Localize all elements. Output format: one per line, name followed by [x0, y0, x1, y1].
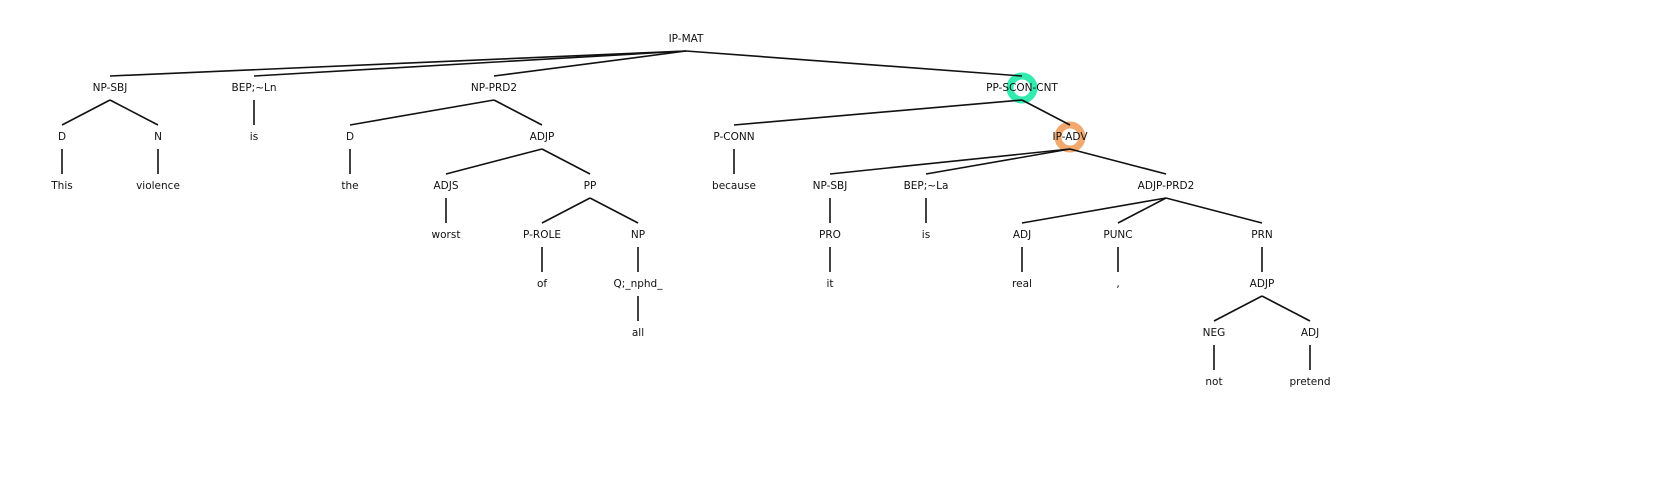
tree-edge-np-prd2-to-adjp-1 [493, 99, 543, 126]
tree-node-np-sbj-2: NP-SBJ [813, 180, 848, 192]
tree-edge-ip-mat-to-bep-ln [253, 50, 687, 77]
tree-node-p-role: P-ROLE [523, 229, 561, 241]
tree-edge-ip-adv-to-bep-la [925, 148, 1071, 175]
tree-edge-ip-mat-to-pp-scon-cnt [685, 50, 1023, 77]
tree-node-q-nphd: Q;_nphd_ [614, 278, 664, 290]
tree-node-adjs: ADJS [433, 180, 458, 192]
tree-node-ip-mat: IP-MAT [669, 33, 704, 45]
tree-node-w-not: not [1205, 376, 1222, 388]
tree-node-adjp-prd2: ADJP-PRD2 [1138, 180, 1195, 192]
edge-layer [61, 50, 1311, 370]
tree-node-w-because: because [712, 180, 756, 192]
tree-edge-ip-mat-to-np-prd2 [493, 50, 687, 77]
tree-node-w-violence: violence [136, 180, 180, 192]
tree-node-w-is-1: is [250, 131, 258, 143]
tree-node-adjp-2: ADJP [1250, 278, 1275, 290]
tree-node-w-comma: , [1116, 278, 1119, 290]
tree-node-pro: PRO [819, 229, 841, 241]
tree-edge-adjp-2-to-neg [1213, 295, 1263, 322]
tree-edge-adjp-prd2-to-punc [1117, 197, 1167, 224]
tree-node-d-1: D [58, 131, 66, 143]
tree-edge-pp-to-p-role [541, 197, 591, 224]
tree-node-pp-scon-cnt: PP-SCON-CNT [986, 82, 1058, 94]
tree-node-adj-1: ADJ [1013, 229, 1031, 241]
tree-edge-adjp-prd2-to-prn [1165, 197, 1263, 224]
tree-edge-pp-scon-cnt-to-p-conn [733, 99, 1023, 126]
tree-edge-ip-mat-to-np-sbj-1 [109, 50, 687, 77]
tree-node-bep-la: BEP;~La [904, 180, 949, 192]
tree-edge-ip-adv-to-np-sbj-2 [829, 148, 1071, 175]
tree-node-np-prd2: NP-PRD2 [471, 82, 517, 94]
tree-edge-adjp-prd2-to-adj-1 [1021, 197, 1167, 224]
tree-node-neg: NEG [1203, 327, 1226, 339]
tree-node-w-of: of [537, 278, 547, 290]
tree-edge-ip-adv-to-adjp-prd2 [1069, 148, 1167, 175]
tree-node-w-all: all [632, 327, 644, 339]
tree-node-w-it: it [826, 278, 833, 290]
tree-node-np-sbj-1: NP-SBJ [93, 82, 128, 94]
tree-edge-adjp-1-to-adjs [445, 148, 543, 175]
tree-node-w-the: the [341, 180, 358, 192]
tree-edge-np-sbj-1-to-n-1 [109, 99, 159, 126]
tree-node-w-this: This [50, 180, 72, 192]
tree-node-pp: PP [584, 180, 597, 192]
tree-edge-np-prd2-to-d-2 [349, 99, 495, 126]
tree-node-n-1: N [154, 131, 162, 143]
tree-node-adjp-1: ADJP [530, 131, 555, 143]
tree-node-ip-adv: IP-ADV [1052, 131, 1088, 143]
tree-edge-pp-to-np-1 [589, 197, 639, 224]
tree-node-w-real: real [1012, 278, 1032, 290]
tree-node-w-worst: worst [432, 229, 461, 241]
tree-node-np-1: NP [631, 229, 645, 241]
tree-node-punc: PUNC [1103, 229, 1132, 241]
tree-edge-adjp-2-to-adj-2 [1261, 295, 1311, 322]
tree-node-bep-ln: BEP;~Ln [231, 82, 276, 94]
tree-edge-adjp-1-to-pp [541, 148, 591, 175]
tree-edge-np-sbj-1-to-d-1 [61, 99, 111, 126]
tree-node-w-is-2: is [922, 229, 930, 241]
tree-node-d-2: D [346, 131, 354, 143]
tree-node-prn: PRN [1251, 229, 1272, 241]
tree-node-w-pretend: pretend [1289, 376, 1330, 388]
tree-node-adj-2: ADJ [1301, 327, 1319, 339]
tree-edge-pp-scon-cnt-to-ip-adv [1021, 99, 1071, 126]
tree-node-p-conn: P-CONN [713, 131, 754, 143]
